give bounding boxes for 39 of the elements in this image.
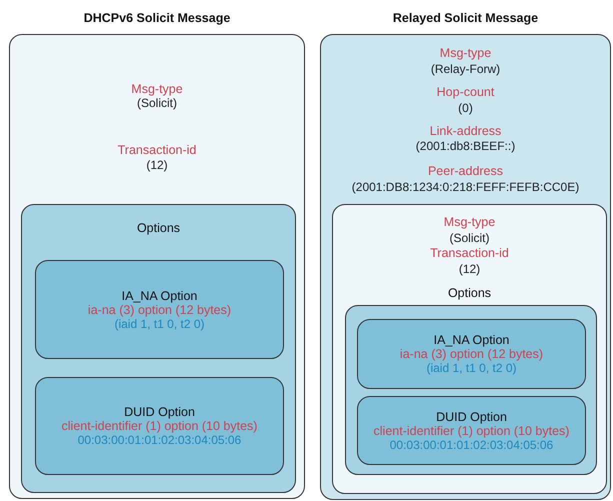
- option-title: DUID Option: [124, 405, 195, 419]
- field-detail: (iaid 1, t1 0, t2 0): [114, 316, 205, 330]
- field-name: Peer-address: [426, 164, 504, 178]
- field-value: (2001:db8:BEEF::): [414, 139, 516, 153]
- field-value: (Solicit): [448, 231, 490, 245]
- option-title: DUID Option: [436, 410, 507, 424]
- option-title: Options: [136, 221, 182, 235]
- field-name: ia-na (3) option (12 bytes): [400, 347, 544, 361]
- field-name: Link-address: [428, 124, 502, 138]
- field-value: (12): [145, 158, 169, 172]
- field-name: Msg-type: [442, 215, 496, 229]
- box-title: DHCPv6 Solicit Message: [82, 11, 232, 25]
- field-detail: 00:03:00:01:01:02:03:04:05:06: [78, 433, 242, 447]
- message-box: [332, 204, 607, 494]
- field-value: (2001:DB8:1234:0:218:FEFF:FEFB:CC0E): [350, 180, 580, 194]
- field-name: Msg-type: [130, 82, 184, 96]
- field-value: (Solicit): [136, 96, 178, 110]
- field-name: Transaction-id: [429, 246, 510, 260]
- field-detail: (iaid 1, t1 0, t2 0): [426, 361, 517, 375]
- field-value: (12): [458, 262, 482, 276]
- option-title: Options: [446, 286, 492, 300]
- field-name: Hop-count: [436, 85, 496, 99]
- message-box: [357, 396, 586, 465]
- box-container: [345, 305, 597, 475]
- box-title: Relayed Solicit Message: [392, 11, 540, 25]
- message-box: [21, 204, 296, 493]
- option-title: IA_NA Option: [434, 333, 510, 347]
- field-name: client-identifier (1) option (10 bytes): [62, 419, 258, 433]
- message-box: [35, 260, 284, 359]
- field-detail: 00:03:00:01:01:02:03:04:05:06: [390, 438, 554, 452]
- message-box: [35, 377, 284, 475]
- field-name: client-identifier (1) option (10 bytes): [374, 424, 570, 438]
- field-value: (Relay-Forw): [430, 62, 502, 76]
- field-name: Transaction-id: [116, 143, 198, 157]
- field-name: Msg-type: [438, 46, 492, 60]
- field-name: ia-na (3) option (12 bytes): [88, 302, 232, 316]
- message-box: [357, 319, 586, 389]
- field-value: (0): [457, 101, 474, 115]
- option-title: IA_NA Option: [122, 288, 198, 302]
